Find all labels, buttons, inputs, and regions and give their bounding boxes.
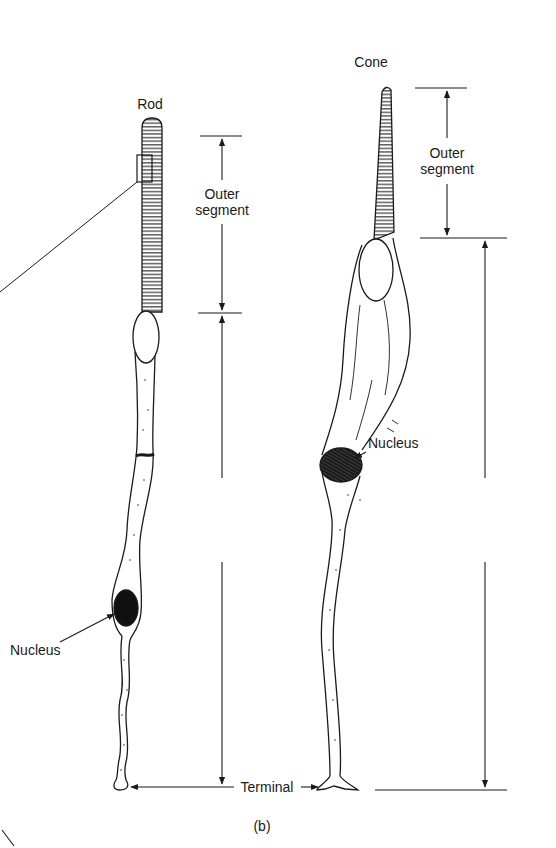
cone-outer-segment <box>374 87 394 240</box>
rod-outer-segment <box>142 118 162 312</box>
cell-name: Rod <box>137 96 163 112</box>
cone-pedicle <box>317 776 358 790</box>
cell-name: Cone <box>354 54 387 70</box>
cone-nucleus <box>320 448 362 482</box>
part-label: Nucleus <box>10 642 61 658</box>
detail-box <box>137 155 152 182</box>
cone-inner-left <box>322 245 362 455</box>
leader-line <box>0 182 137 292</box>
cone-streak <box>356 380 372 440</box>
cone-ellipsoid <box>359 239 393 301</box>
rod-stipple <box>120 379 149 771</box>
dimension-label: Outer segment <box>413 145 481 177</box>
rod-nucleus <box>114 590 138 626</box>
part-label: Terminal <box>238 779 297 795</box>
rod-ellipsoid <box>133 311 159 363</box>
dimension-label: Outer segment <box>188 186 256 218</box>
rod-terminal <box>114 780 128 790</box>
rod-band <box>136 454 154 456</box>
cone-axon-right <box>333 476 360 776</box>
cone-axon-left <box>321 472 332 776</box>
dimension-lines <box>2 88 507 846</box>
rod-inner-left <box>112 352 138 636</box>
panel-label: (b) <box>253 818 270 834</box>
cone-streak <box>350 305 360 400</box>
rod-cell <box>0 118 162 790</box>
rod-axon-left <box>116 636 122 780</box>
rod-axon-right <box>125 640 130 780</box>
part-label: Nucleus <box>368 435 419 451</box>
cone-streak <box>384 300 389 395</box>
cone-streak <box>387 420 398 432</box>
cone-stipple <box>328 494 361 741</box>
